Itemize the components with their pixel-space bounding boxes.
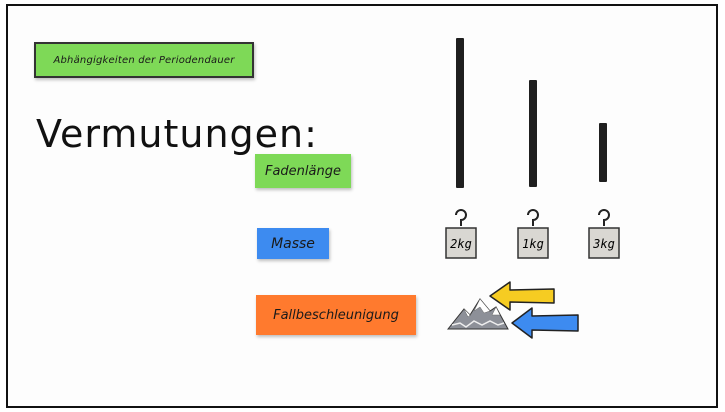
pendulum-string-long	[456, 38, 464, 188]
card-fadenlaenge: Fadenlänge	[255, 154, 351, 188]
weight-2kg: 2kg	[445, 209, 477, 259]
pendulum-string-medium	[529, 80, 537, 187]
weight-label: 2kg	[450, 237, 472, 251]
yellow-arrow-icon	[489, 281, 555, 311]
hook-icon	[598, 209, 610, 226]
weight-1kg: 1kg	[517, 209, 549, 259]
mountain-icon	[446, 298, 509, 330]
card-masse: Masse	[257, 228, 329, 259]
pendulum-string-short	[599, 123, 607, 182]
hook-icon	[455, 209, 467, 226]
blue-arrow-icon	[511, 307, 579, 339]
weight-label: 1kg	[522, 237, 544, 251]
weight-3kg: 3kg	[588, 209, 620, 259]
vermutungen-heading: Vermutungen:	[36, 112, 318, 156]
weight-label: 3kg	[592, 237, 615, 251]
title-card: Abhängigkeiten der Periodendauer	[34, 42, 254, 78]
hook-icon	[527, 209, 539, 226]
card-fallbeschleunigung: Fallbeschleunigung	[256, 295, 416, 335]
